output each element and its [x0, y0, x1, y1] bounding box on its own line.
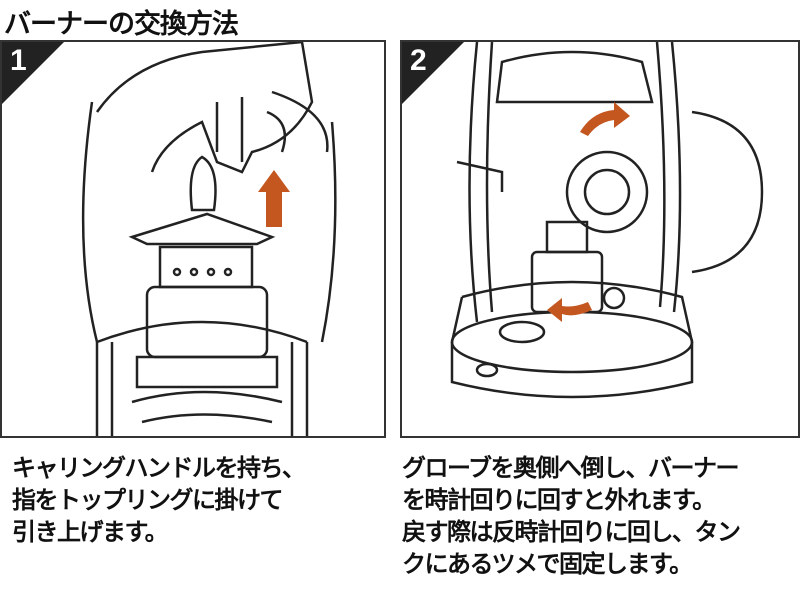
lantern-burner-drawing: [450, 42, 764, 399]
step-2-caption: グローブを奥側へ倒し、バーナー を時計回りに回すと外れます。 戻す際は反時計回り…: [402, 452, 798, 580]
page-title: バーナーの交換方法: [4, 9, 239, 40]
step-number: 2: [410, 44, 427, 77]
step-1-caption: キャリングハンドルを持ち、 指をトップリングに掛けて 引き上げます。: [12, 452, 392, 548]
step-corner-badge: [402, 42, 464, 104]
caption-line: 指をトップリングに掛けて: [12, 486, 284, 514]
counterclockwise-arrow-icon: [547, 298, 592, 322]
caption-line: キャリングハンドルを持ち、: [12, 454, 306, 482]
caption-line: 引き上げます。: [12, 518, 169, 546]
caption-line: グローブを奥側へ倒し、バーナー: [402, 454, 740, 482]
step-1-illustration: 1: [0, 40, 386, 438]
caption-line: を時計回りに回すと外れます。: [402, 486, 716, 514]
step-corner-badge: [2, 42, 64, 104]
step-2-illustration: 2: [400, 40, 800, 438]
caption-line: クにあるツメで固定します。: [402, 550, 693, 578]
up-arrow-icon: [258, 170, 290, 227]
rotate-arrows-icon: [547, 102, 630, 322]
clockwise-arrow-icon: [580, 102, 630, 136]
step-number: 1: [10, 44, 27, 77]
caption-line: 戻す際は反時計回りに回し、タン: [402, 518, 741, 546]
lantern-lift-drawing: [81, 42, 337, 436]
